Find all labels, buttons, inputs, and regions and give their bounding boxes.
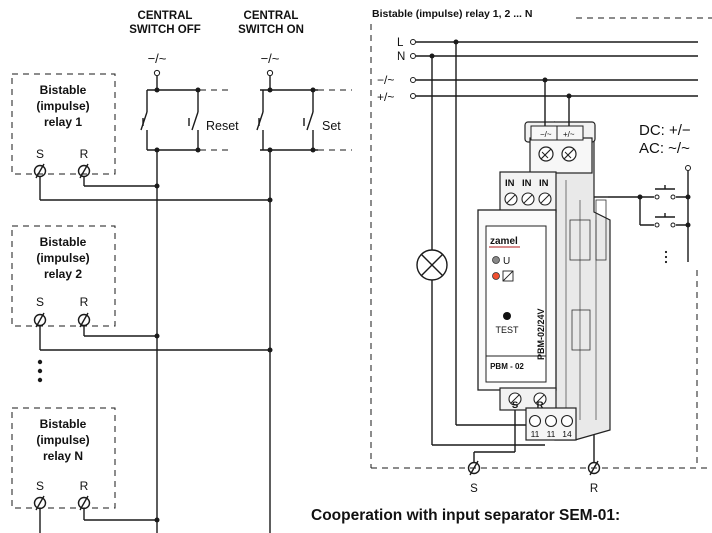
supply-symbol-off: −/~ <box>148 51 167 66</box>
terminal-l <box>410 39 416 45</box>
ac-label: AC: ~/~ <box>639 140 690 157</box>
device-input-1: IN <box>505 178 515 189</box>
relay-box-1 <box>11 73 116 175</box>
terminal-symbol <box>33 312 47 328</box>
ellipsis-vertical-icon <box>37 359 43 383</box>
relay-n-line3: relay N <box>43 449 83 463</box>
supply-terminal-on <box>266 69 274 77</box>
relay-2-line2: (impulse) <box>36 251 89 265</box>
terminal-symbol <box>77 495 91 511</box>
relay-1-line1: Bistable <box>40 83 87 97</box>
terminal-minus <box>410 77 416 83</box>
device-test-label: TEST <box>495 325 519 335</box>
device-out-2: 11 <box>547 429 556 439</box>
terminal-supply <box>685 165 691 171</box>
relay-1-line2: (impulse) <box>36 99 89 113</box>
relay-2-s-label: S <box>36 295 44 309</box>
relay-n-line2: (impulse) <box>36 433 89 447</box>
device-r-label: R <box>537 400 544 411</box>
device-model-label: PBM - 02 <box>490 362 524 371</box>
junction-dot <box>267 347 273 353</box>
header-on-line2: SWITCH ON <box>238 24 304 36</box>
relay-module-device: −/~ +/~ IN IN IN zamel U TEST <box>477 80 611 441</box>
relay-2-line3: relay 2 <box>44 267 82 281</box>
dc-label: DC: +/− <box>639 122 691 139</box>
junction-dot <box>637 194 643 200</box>
relay-n-r-label: R <box>80 479 89 493</box>
relay-n-line1: Bistable <box>40 417 87 431</box>
device-s-label: S <box>512 400 518 411</box>
bottom-r-label: R <box>590 483 598 495</box>
header-off-line1: CENTRAL <box>138 10 193 22</box>
junction-dot <box>267 87 273 93</box>
relay-1-line3: relay 1 <box>44 115 82 129</box>
terminal-minus-label: −/~ <box>377 73 394 87</box>
relay-1-s-label: S <box>36 147 44 161</box>
frame-title: Bistable (impulse) relay 1, 2 ... N <box>372 8 532 20</box>
relay-2-line1: Bistable <box>40 235 87 249</box>
device-top-minus: −/~ <box>540 130 552 139</box>
pushbutton-symbol <box>188 90 199 150</box>
device-brand: zamel <box>490 236 518 247</box>
pushbutton-symbol <box>654 185 676 202</box>
device-top-plus: +/~ <box>563 130 575 139</box>
terminal-symbol <box>587 460 601 476</box>
lamp-icon <box>416 249 448 281</box>
relay-1-r-label: R <box>80 147 89 161</box>
relay-box-2 <box>11 225 116 327</box>
supply-symbol-on: −/~ <box>261 51 280 66</box>
device-side-label: PBM-02/24V <box>536 308 546 360</box>
junction-dot <box>685 222 691 228</box>
terminal-symbol <box>33 495 47 511</box>
junction-dot <box>154 87 160 93</box>
device-u-label: U <box>503 256 510 267</box>
terminal-l-label: L <box>397 37 404 49</box>
device-out-3: 14 <box>562 429 572 439</box>
junction-dot <box>685 194 691 200</box>
pushbutton-symbol <box>303 90 314 150</box>
ellipsis-vertical-icon <box>664 250 668 264</box>
header-on-line1: CENTRAL <box>244 10 299 22</box>
terminal-symbol <box>33 163 47 179</box>
pushbutton-symbol <box>140 90 148 150</box>
set-label: Set <box>322 119 341 133</box>
reset-label: Reset <box>206 119 239 133</box>
terminal-plus <box>410 93 416 99</box>
pushbutton-symbol <box>256 90 264 150</box>
device-out-1: 11 <box>531 429 540 439</box>
terminal-symbol <box>77 163 91 179</box>
relay-2-r-label: R <box>80 295 89 309</box>
terminal-n <box>410 53 416 59</box>
relay-n-s-label: S <box>36 479 44 493</box>
terminal-plus-label: +/~ <box>377 90 394 104</box>
header-off-line2: SWITCH OFF <box>129 24 201 36</box>
terminal-n-label: N <box>397 51 405 63</box>
device-input-2: IN <box>522 178 532 189</box>
supply-terminal-off <box>153 69 161 77</box>
junction-dot <box>154 183 160 189</box>
bottom-s-label: S <box>470 483 478 495</box>
caption: Cooperation with input separator SEM-01: <box>311 507 620 524</box>
pushbutton-symbol <box>654 213 676 230</box>
junction-dot <box>154 517 160 523</box>
terminal-symbol <box>77 312 91 328</box>
device-input-3: IN <box>539 178 549 189</box>
junction-dot <box>267 197 273 203</box>
relay-box-n <box>11 407 116 509</box>
terminal-symbol <box>467 460 481 476</box>
junction-dot <box>154 333 160 339</box>
